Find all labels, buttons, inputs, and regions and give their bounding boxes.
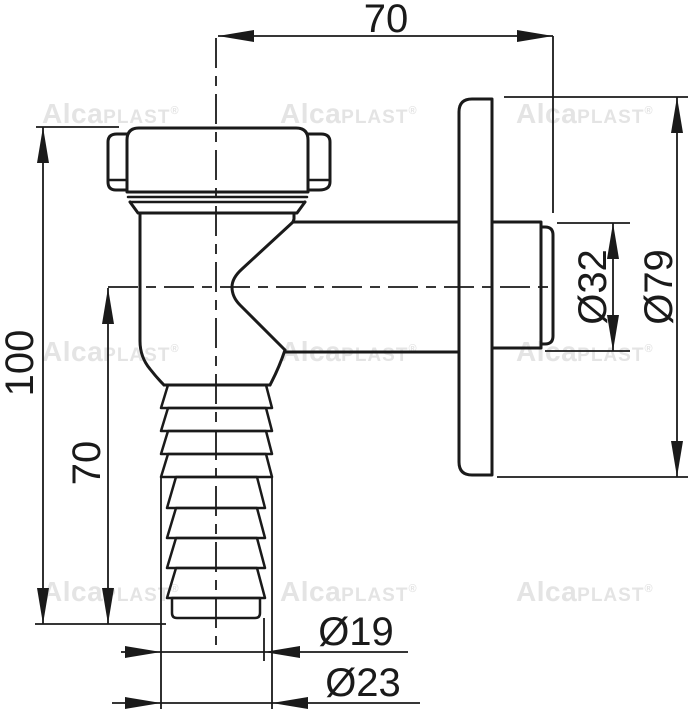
dimension-label-hose-section: 70 [65,441,109,486]
union-nut-ear-left [106,132,129,192]
brand-watermark: AlcaPLAST® [42,576,180,607]
barb-ridge [159,383,274,410]
brand-watermark: AlcaPLAST® [280,98,418,129]
barb-ridge [159,406,274,433]
flange-outline [457,97,494,477]
arrowhead-up [671,97,683,133]
hose-barb [159,383,274,620]
body-left-edge [138,211,166,387]
dimension-label-hose-end-diameter: Ø19 [318,610,394,654]
union-nut-ear-right [306,132,332,192]
arrowhead-right [125,646,161,658]
watermark-registered: ® [170,105,180,117]
arrowhead-right [125,697,161,709]
thread-collar [126,195,309,215]
dimension-hose-end-diameter: Ø19 [121,610,408,661]
union-nut-body [125,126,310,194]
brand-watermark: AlcaPLAST® [280,576,418,607]
arrowhead-up [607,223,619,259]
spigot-end-cap [539,225,555,346]
dimension-top-width: 70 [218,0,554,213]
arrowhead-down [607,315,619,351]
spigot-body [490,220,543,350]
union-nut [106,126,332,194]
arrowhead-up [102,288,114,324]
dimension-label-flange-diameter: Ø79 [637,249,681,325]
arrowhead-down [671,441,683,477]
dimension-hose-barb-diameter: Ø23 [112,477,420,709]
brand-watermark: AlcaPLAST® [516,98,654,129]
outlet-spigot [490,220,555,350]
arrowhead-left [272,697,308,709]
hose-end-tube [170,596,262,620]
barb-ridge [159,429,274,456]
dimension-overall-height: 100 [0,126,166,625]
brand-watermark: AlcaPLAST® [42,98,179,130]
dimension-hose-section-height: 70 [65,288,114,624]
barb-ridge [165,475,267,510]
watermark-plast: PLAST [103,107,171,128]
barb-ridge [165,566,267,600]
dimension-label-overall-height: 100 [0,330,42,397]
elbow-body [138,211,460,387]
barb-ridge [165,506,267,540]
arrowhead-down [102,588,114,624]
arrowhead-left [264,646,300,658]
brand-watermark: AlcaPLAST® [516,576,654,607]
body-right-lower-edge [268,348,287,387]
dimension-spigot-diameter: Ø32 [545,222,630,352]
wall-flange [457,97,494,477]
arrowhead-down [37,588,49,624]
elbow-notch [230,220,295,352]
dimension-label-spigot-diameter: Ø32 [571,249,615,325]
arrowhead-right [517,30,553,42]
watermark-alca: Alca [42,98,104,129]
dimension-label-hose-barb-diameter: Ø23 [325,661,401,705]
dimension-flange-diameter: Ø79 [497,96,688,478]
arrowhead-up [37,127,49,163]
barb-ridge [165,536,267,570]
dimension-label-top-width: 70 [364,0,409,41]
brand-watermark: AlcaPLAST® [42,336,180,367]
arrowhead-left [218,30,254,42]
collar-outline [128,200,307,215]
